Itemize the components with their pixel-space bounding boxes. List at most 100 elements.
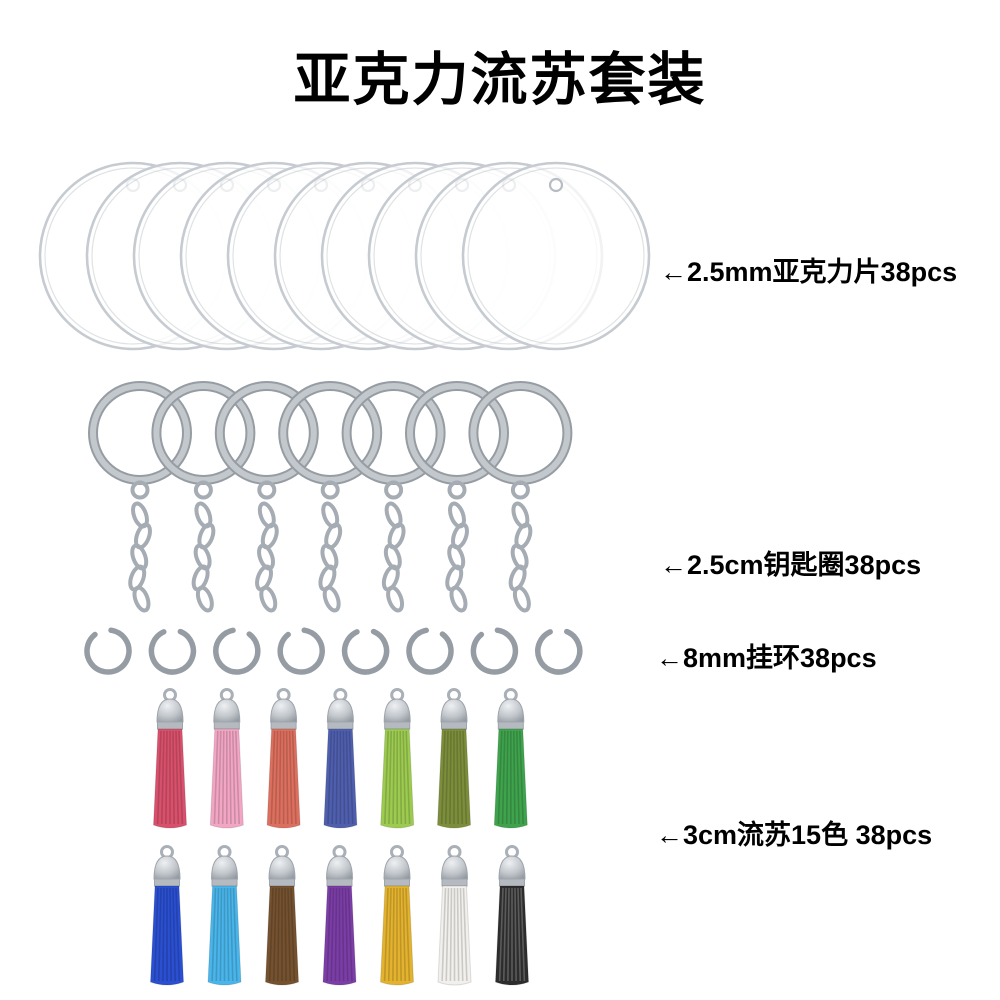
jump-ring	[277, 627, 325, 675]
chain-link	[322, 585, 341, 613]
chain-link	[512, 585, 531, 613]
chain-link	[318, 564, 337, 592]
annotation-keyrings: ←2.5cm钥匙圈38pcs	[660, 550, 922, 580]
tassel-cap	[326, 698, 354, 723]
tassel-strands	[149, 885, 185, 986]
jump-ring	[535, 627, 583, 675]
tassel-band	[213, 721, 240, 730]
tassel	[379, 845, 415, 986]
keyrings-row	[88, 381, 573, 613]
jump-ring	[213, 627, 261, 675]
acrylic-discs-row	[38, 161, 651, 351]
tassel-strands	[266, 728, 301, 829]
keyring	[88, 381, 192, 613]
chain-connector	[257, 480, 277, 500]
tassel-cap	[383, 855, 411, 880]
tassel-strands	[264, 885, 300, 986]
tassel-cap	[498, 855, 526, 880]
chain-connector	[193, 480, 213, 500]
chain-connector	[510, 480, 530, 500]
tassel-band	[441, 721, 467, 730]
tassel-strands	[494, 885, 530, 986]
keyring	[341, 381, 446, 613]
tassel	[323, 688, 358, 829]
tassel-strands	[379, 885, 415, 986]
tassel	[493, 688, 528, 829]
annotation-jump-rings: ←8mm挂环38pcs	[656, 643, 877, 673]
tassel-band	[384, 878, 410, 887]
chain-connector	[130, 480, 150, 500]
jump-rings-row	[84, 627, 583, 675]
tassel-band	[327, 721, 354, 730]
tassel-strands	[323, 728, 358, 829]
tassel-band	[157, 721, 183, 730]
tassel	[494, 845, 530, 986]
acrylic-disc	[461, 161, 651, 351]
keyring	[468, 381, 573, 613]
keyring	[278, 381, 383, 613]
tassel-cap	[156, 698, 184, 723]
tassel-cap	[440, 855, 469, 880]
jump-ring	[341, 627, 390, 675]
tassel	[436, 688, 472, 829]
annotation-tassels: ←3cm流苏15色 38pcs	[656, 820, 933, 850]
disc-hole	[548, 177, 564, 193]
tassel	[264, 845, 300, 986]
tassel-band	[326, 878, 353, 887]
chain-link	[381, 564, 400, 592]
chain-connector	[320, 480, 340, 500]
product-title: 亚克力流苏套装	[293, 48, 707, 112]
tassels-row-1	[152, 688, 528, 829]
tassel	[266, 688, 301, 829]
annotation-acrylic-discs: ←2.5mm亚克力片38pcs	[660, 257, 958, 287]
chain-connector	[384, 480, 404, 500]
tassel-cap	[213, 698, 241, 723]
tassel-band	[384, 721, 411, 730]
tassel-strands	[493, 728, 528, 829]
jump-ring	[406, 627, 454, 675]
tassel-band	[499, 878, 525, 887]
keyring	[214, 381, 319, 613]
tassel	[380, 688, 415, 829]
chain-link	[195, 585, 214, 613]
chain-link	[508, 564, 527, 592]
tassel-cap	[497, 698, 525, 723]
tassel	[207, 845, 242, 986]
tassel-band	[154, 878, 180, 887]
tassel-band	[270, 721, 297, 730]
tassel-cap	[268, 855, 296, 880]
tassel-band	[497, 721, 524, 730]
tassel-strands	[380, 728, 415, 829]
tassel-strands	[207, 885, 242, 986]
tassel	[152, 688, 188, 829]
tassel	[322, 845, 357, 986]
tassel-cap	[325, 855, 354, 880]
chain-link	[259, 585, 278, 613]
tassel-strands	[152, 728, 188, 829]
jump-ring	[470, 627, 519, 675]
jump-ring	[84, 627, 132, 675]
tassel-strands	[436, 728, 472, 829]
tassel-cap	[270, 698, 298, 723]
jump-ring	[148, 627, 197, 675]
chain-link	[386, 585, 405, 613]
tassel-band	[211, 878, 238, 887]
chain-connector	[447, 480, 467, 500]
tassel-strands	[209, 728, 244, 829]
chain-link	[255, 564, 273, 592]
chain-link	[191, 564, 210, 592]
tassel-band	[269, 878, 295, 887]
tassel-strands	[322, 885, 357, 986]
chain-link	[449, 585, 468, 613]
tassels-row-2	[149, 845, 530, 986]
tassel-strands	[437, 885, 472, 986]
tassel-cap	[210, 855, 239, 880]
tassel-cap	[383, 698, 411, 723]
chain-link	[128, 564, 147, 592]
chain-link	[132, 585, 151, 613]
tassel	[437, 845, 472, 986]
tassel-cap	[153, 855, 181, 880]
chain-link	[445, 564, 464, 592]
